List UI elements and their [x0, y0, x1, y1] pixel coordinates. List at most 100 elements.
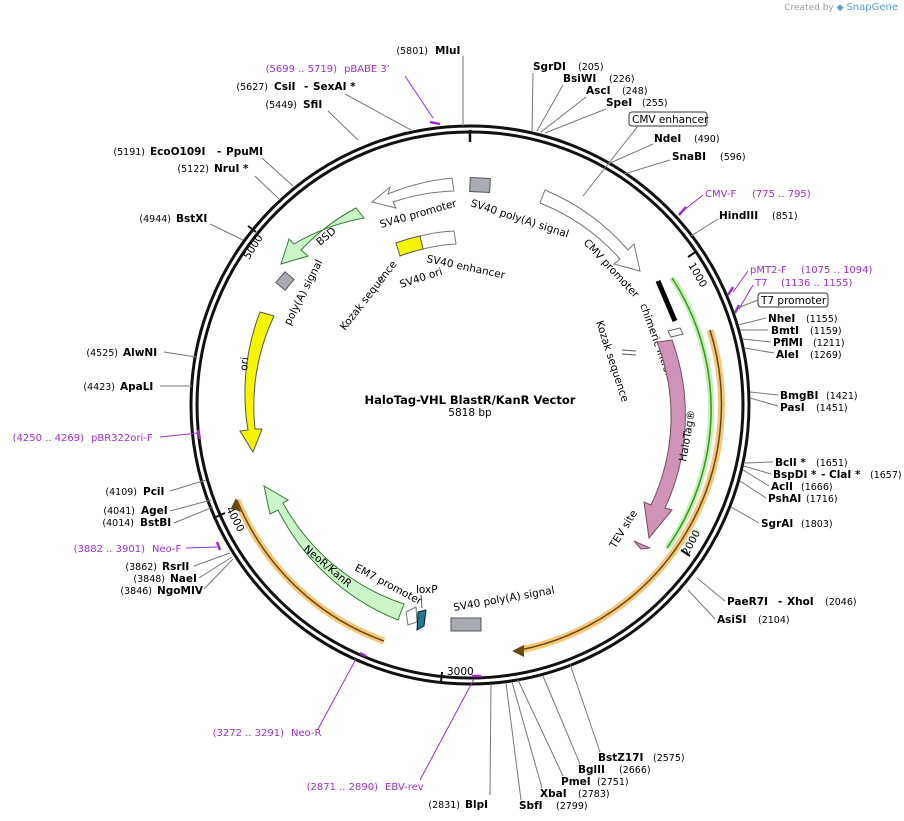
- site-hindiii-pos: (851): [772, 211, 798, 222]
- site-bmti-pos: (1159): [810, 326, 842, 337]
- loxp-shape: [416, 609, 427, 631]
- site-naei-name: NaeI: [170, 573, 197, 585]
- site-apali-pos: (4423): [83, 382, 115, 393]
- primer-pbr322orif-range: (4250 .. 4269): [13, 433, 85, 444]
- primer-neof-range: (3882 .. 3901): [74, 544, 146, 555]
- site-sbfi-pos: (2799): [556, 801, 588, 812]
- small-open-arrow-bottom: [405, 606, 418, 626]
- site-sgrdi-name: SgrDI: [533, 61, 566, 73]
- sv40-promoter-arrow: [370, 177, 455, 209]
- bsd-arrow: [280, 207, 365, 265]
- site-nrui-name: NruI *: [214, 163, 249, 175]
- site-bspdi-name: BspDI *: [773, 469, 817, 481]
- site-sexai-name: SexAI *: [313, 81, 356, 93]
- site-xhoi-name: XhoI: [787, 596, 814, 608]
- cmv-promoter-arrow: [539, 189, 641, 272]
- site-bstxi-name: BstXI: [176, 213, 207, 225]
- site-asisi-name: AsiSI: [717, 614, 746, 626]
- site-asisi-pos: (2104): [758, 615, 790, 626]
- primer-neor-name: Neo-R: [291, 728, 322, 739]
- site-bspdi-pos: (1657): [870, 470, 902, 481]
- primers: (5699 .. 5719) pBABE 3' CMV-F (775 .. 79…: [13, 64, 873, 793]
- loxp-label: loxP: [416, 584, 438, 596]
- snapgene-brand: Created by ◆ SnapGene: [784, 2, 898, 13]
- tev-site-label: TEV site: [607, 508, 640, 551]
- site-snabi-pos: (596): [720, 152, 746, 163]
- site-bcli-pos: (1651): [816, 458, 848, 469]
- site-apali-name: ApaLI: [120, 381, 153, 393]
- site-blpi-name: BlpI: [465, 799, 488, 811]
- site-ecoo109i-name: EcoO109I: [150, 146, 205, 158]
- primer-t7-name: T7: [754, 278, 767, 289]
- site-mlui-pos: (5801): [396, 46, 428, 57]
- site-bstz17i-pos: (2575): [653, 753, 685, 764]
- bsd-label: BSD: [314, 225, 338, 248]
- brand-name: SnapGene: [846, 2, 898, 13]
- plasmid-name: HaloTag-VHL BlastR/KanR Vector: [365, 393, 576, 407]
- sv40-polya-bottom-box: [450, 617, 482, 632]
- site-bsiwi-pos: (226): [609, 74, 635, 85]
- site-bcli-name: BclI *: [775, 457, 806, 469]
- site-sfii-name: SfiI: [303, 99, 322, 111]
- neo-kanr-label: NeoR/KanR: [301, 543, 354, 590]
- snapgene-logo-icon: ◆: [836, 3, 844, 13]
- svg-text:-: -: [821, 469, 825, 481]
- site-sfii-pos: (5449): [265, 100, 297, 111]
- site-pmei-pos: (2751): [597, 777, 629, 788]
- site-sbfi-name: SbfI: [519, 800, 543, 812]
- sv40-polya-bottom-label: SV40 poly(A) signal: [452, 584, 555, 614]
- sv40-polya-top-box: [469, 176, 491, 194]
- polya-box: [275, 271, 295, 291]
- site-rsrii-pos: (3862): [125, 562, 157, 573]
- chimeric-intron-mark: [655, 280, 678, 322]
- site-pcii-pos: (4109): [105, 487, 137, 498]
- site-acli-name: AclI: [771, 481, 793, 493]
- site-paer7i-name: PaeR7I: [727, 596, 768, 608]
- site-bmti-name: BmtI: [771, 325, 799, 337]
- primer-neor-range: (3272 .. 3291): [213, 728, 285, 739]
- svg-text:-: -: [304, 81, 308, 93]
- site-bmgbi-pos: (1421): [826, 391, 858, 402]
- site-snabi-name: SnaBI: [672, 151, 706, 163]
- site-agei-pos: (4041): [103, 506, 135, 517]
- site-pshai-name: PshAI: [768, 493, 801, 505]
- site-bsiwi-name: BsiWI: [563, 73, 596, 85]
- primer-pbabe3-name: pBABE 3': [344, 64, 390, 75]
- plasmid-length: 5818 bp: [448, 407, 492, 419]
- primer-pmt2f-range: (1075 .. 1094): [801, 265, 873, 276]
- site-paer7i-pos: (2046): [825, 597, 857, 608]
- site-pflmi-pos: (1211): [813, 338, 845, 349]
- restriction-sites: (5801) MluI (5627) CsiI - SexAI * (5449)…: [83, 45, 901, 812]
- ori-arrow: [239, 311, 275, 454]
- site-pshai-pos: (1716): [806, 494, 838, 505]
- primer-pbabe3-range: (5699 .. 5719): [266, 64, 338, 75]
- site-mlui-name: MluI: [435, 45, 460, 57]
- site-alwni-pos: (4525): [86, 348, 118, 359]
- orange-arrowhead-left: [231, 498, 241, 512]
- neo-kanr-arrow: [263, 484, 405, 621]
- scale-label-3000: 3000: [447, 666, 474, 678]
- site-ecoo109i-pos: (5191): [113, 147, 145, 158]
- svg-text:-: -: [778, 596, 782, 608]
- site-ndei-name: NdeI: [654, 133, 681, 145]
- svg-text:-: -: [217, 146, 221, 158]
- site-xbai-pos: (2783): [578, 789, 610, 800]
- site-bstz17i-name: BstZ17I: [598, 752, 643, 764]
- site-spei-pos: (255): [642, 98, 668, 109]
- primer-cmvf-name: CMV-F: [705, 189, 736, 200]
- site-blpi-pos: (2831): [428, 800, 460, 811]
- site-csii-name: CsiI: [274, 81, 295, 93]
- polya-label: poly(A) signal: [282, 258, 325, 328]
- site-hindiii-name: HindIII: [719, 210, 758, 222]
- site-pcii-name: PciI: [143, 486, 164, 498]
- primer-cmvf-range: (775 .. 795): [752, 189, 811, 200]
- site-clai-name: ClaI *: [829, 469, 861, 481]
- site-spei-name: SpeI: [606, 97, 632, 109]
- cmv-enhancer-label: CMV enhancer: [632, 114, 709, 126]
- primer-t7-range: (1136 .. 1155): [781, 278, 853, 289]
- site-sgrdi-pos: (205): [578, 62, 604, 73]
- site-bglii-pos: (2666): [619, 765, 651, 776]
- site-acli-pos: (1666): [801, 482, 833, 493]
- site-ndei-pos: (490): [694, 134, 720, 145]
- site-pasi-pos: (1451): [816, 403, 848, 414]
